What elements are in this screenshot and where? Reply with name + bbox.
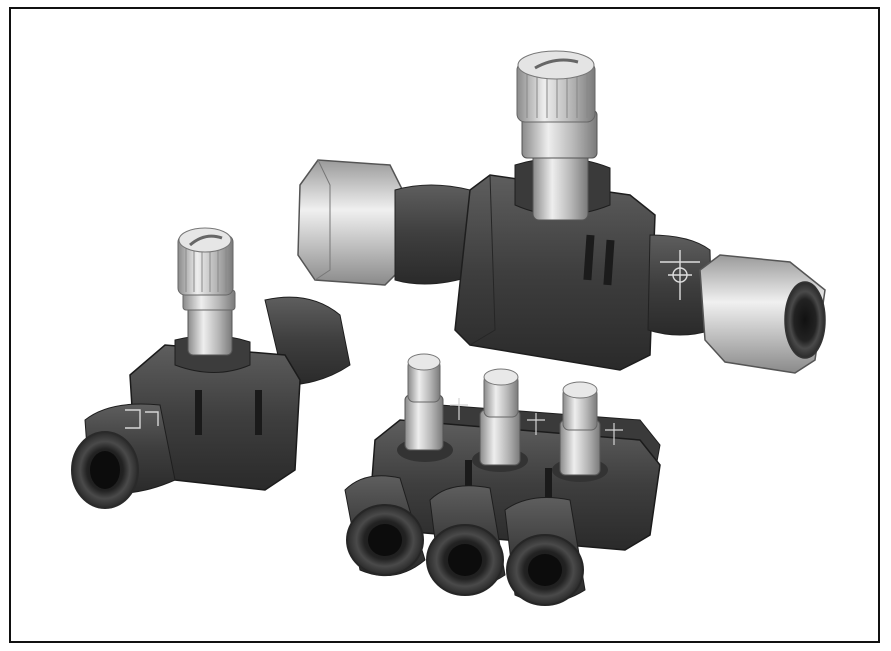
triple-manifold-flow-control-valve [344,353,661,606]
small-inline-flow-control-valve [71,227,351,509]
large-inline-flow-control-valve [297,50,826,374]
